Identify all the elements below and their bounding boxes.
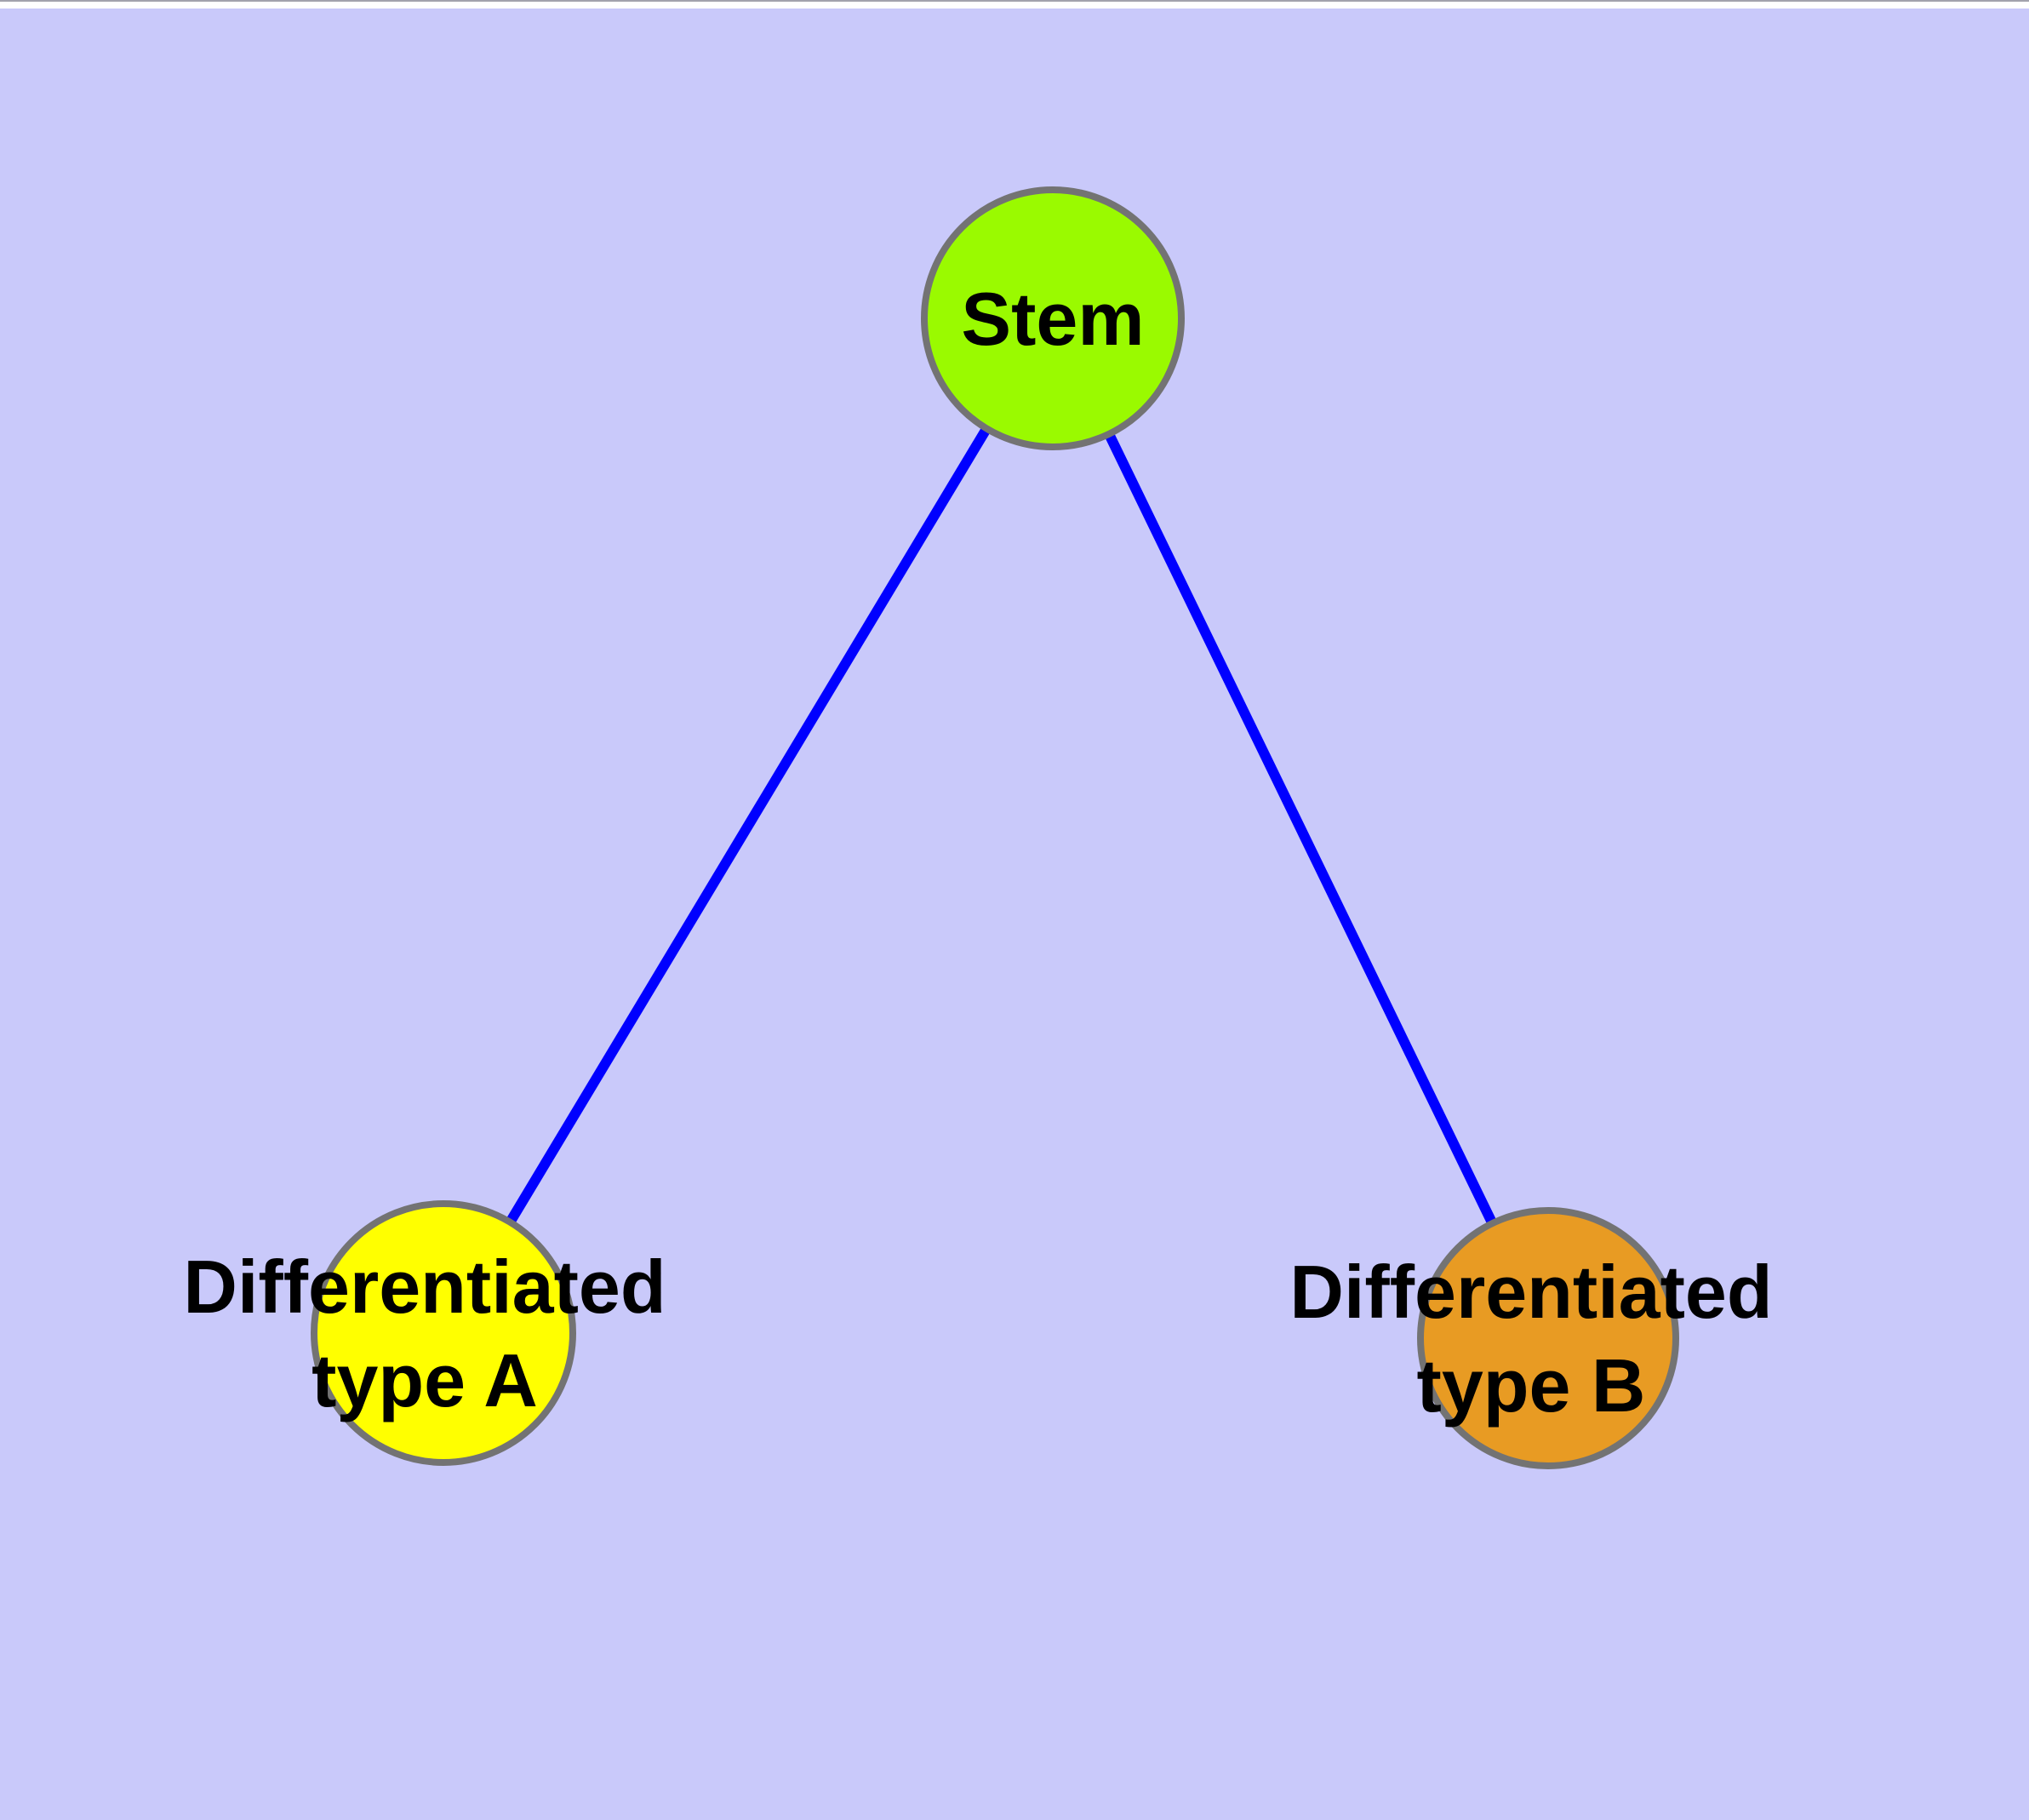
node-label-type-a: Differentiated type A bbox=[183, 1245, 666, 1422]
node-label-line: Differentiated bbox=[1289, 1250, 1772, 1334]
window-top-strip bbox=[0, 0, 2029, 9]
node-label-line: Differentiated bbox=[183, 1245, 666, 1329]
node-label-stem: Stem bbox=[961, 277, 1144, 361]
node-circle-type-a[interactable] bbox=[311, 1200, 576, 1466]
node-circle-type-b[interactable] bbox=[1417, 1207, 1679, 1469]
node-circle-stem[interactable] bbox=[921, 186, 1185, 450]
node-label-type-b: Differentiated type B bbox=[1289, 1250, 1772, 1428]
node-label-line: Stem bbox=[961, 277, 1144, 361]
node-label-line: type B bbox=[1417, 1343, 1646, 1428]
edge-stem-to-type-a bbox=[438, 315, 1058, 1336]
node-label-line: type A bbox=[311, 1338, 538, 1422]
edge-stem-to-type-b bbox=[1048, 316, 1553, 1341]
